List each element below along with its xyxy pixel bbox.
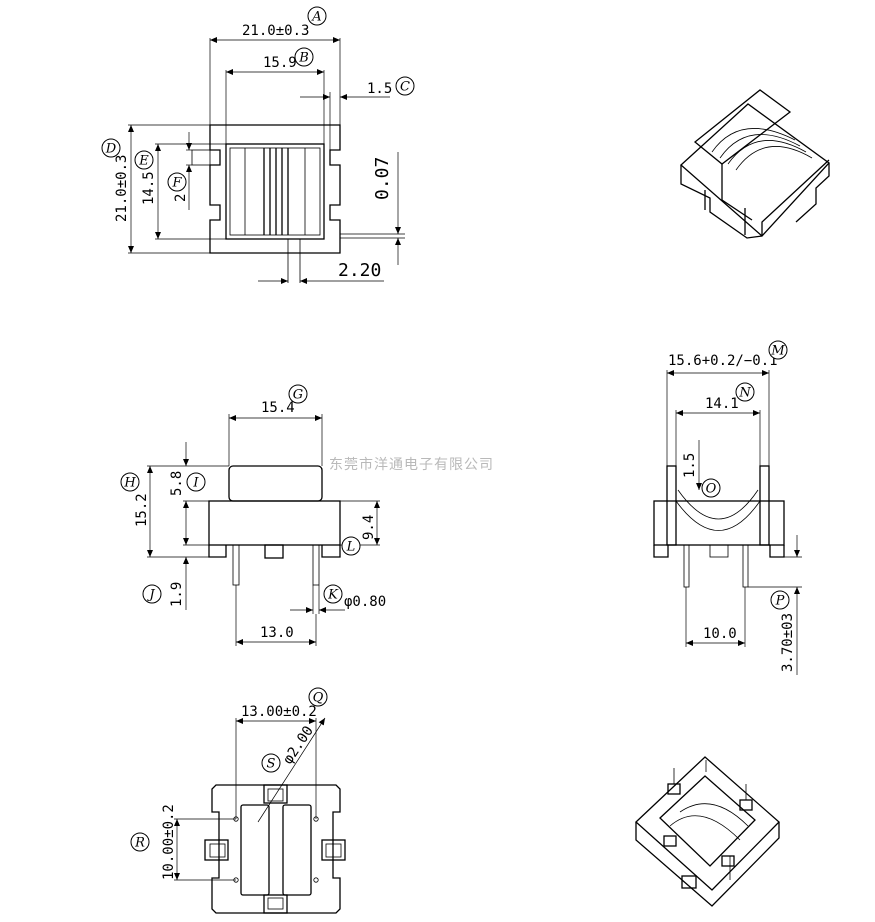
callout-l: L (341, 536, 361, 556)
dim-r-label: 10.00±0.2 (161, 804, 177, 880)
dim-i-label: 5.8 (169, 471, 185, 496)
svg-text:B: B (298, 51, 309, 66)
callout-layer: A B C D E F G H I J K L M N O P Q R S (101, 6, 790, 852)
dim-b-label: 15.9 (263, 55, 297, 71)
svg-text:C: C (400, 80, 410, 95)
dim-s-label: φ2.00 (280, 723, 317, 767)
callout-d: D (101, 138, 121, 158)
callout-j: J (142, 584, 162, 604)
svg-text:N: N (738, 386, 751, 401)
dim-f-label: 2 (173, 194, 189, 202)
dim-front-pitch-label: 13.0 (260, 625, 294, 641)
callout-s: S (261, 753, 281, 773)
callout-f: F (167, 172, 187, 192)
callout-e: E (134, 150, 154, 170)
top-view: 21.0±0.3 15.9 1.5 21.0±0.3 14.5 2 0.07 (114, 23, 405, 284)
dim-n-label: 14.1 (705, 396, 739, 412)
dim-c-label: 1.5 (367, 81, 392, 97)
front-view: 15.4 15.2 5.8 1.9 9.4 φ0.80 13.0 (134, 400, 386, 646)
callout-c: C (395, 76, 415, 96)
dim-m-label: 15.6+0.2/−0.1 (668, 353, 778, 369)
svg-text:Q: Q (313, 691, 324, 706)
svg-text:L: L (346, 540, 356, 555)
dim-d-label: 21.0±0.3 (114, 155, 130, 222)
callout-g: G (288, 384, 308, 404)
watermark-text: 东莞市洋通电子有限公司 (329, 456, 494, 473)
dim-e-label: 14.5 (141, 171, 157, 205)
svg-text:S: S (267, 757, 276, 772)
dim-q-label: 13.00±0.2 (241, 704, 317, 720)
svg-text:H: H (123, 476, 136, 491)
svg-text:R: R (134, 836, 145, 851)
svg-text:J: J (146, 588, 155, 603)
callout-o: O (701, 478, 721, 498)
callout-q: Q (308, 687, 328, 707)
dim-g-label: 15.4 (261, 400, 295, 416)
dim-o-label: 1.5 (682, 453, 698, 478)
callout-k: K (323, 584, 343, 604)
bottom-view: 13.00±0.2 10.00±0.2 φ2.00 (161, 704, 346, 914)
svg-text:G: G (293, 388, 303, 403)
callout-n: N (735, 382, 755, 402)
svg-text:O: O (706, 482, 717, 497)
side-view: 15.6+0.2/−0.1 14.1 1.5 3.70±03 10.0 (653, 353, 802, 675)
callout-a: A (307, 6, 327, 26)
svg-text:D: D (105, 142, 117, 157)
svg-text:P: P (775, 594, 785, 609)
dim-l-label: 9.4 (361, 515, 377, 540)
isometric-top-view (680, 89, 830, 239)
svg-text:E: E (138, 154, 149, 169)
callout-b: B (294, 47, 314, 67)
isometric-bottom-view (635, 756, 780, 907)
dim-h-label: 15.2 (134, 493, 150, 527)
dim-p-label: 3.70±03 (780, 613, 796, 672)
svg-text:A: A (311, 10, 321, 25)
dim-a-label: 21.0±0.3 (242, 23, 309, 39)
dim-extra-2-label: 2.20 (338, 260, 381, 281)
dim-j-label: 1.9 (169, 582, 185, 607)
svg-text:M: M (770, 344, 785, 359)
callout-r: R (130, 832, 150, 852)
svg-text:F: F (171, 176, 182, 191)
callout-h: H (120, 472, 140, 492)
svg-text:I: I (192, 476, 199, 491)
callout-p: P (770, 590, 790, 610)
callout-i: I (186, 472, 206, 492)
dim-side-pitch-label: 10.0 (703, 626, 737, 642)
dim-k-label: φ0.80 (344, 594, 386, 610)
dim-extra-1-label: 0.07 (372, 157, 393, 200)
svg-text:K: K (327, 588, 339, 603)
callout-m: M (768, 340, 788, 360)
